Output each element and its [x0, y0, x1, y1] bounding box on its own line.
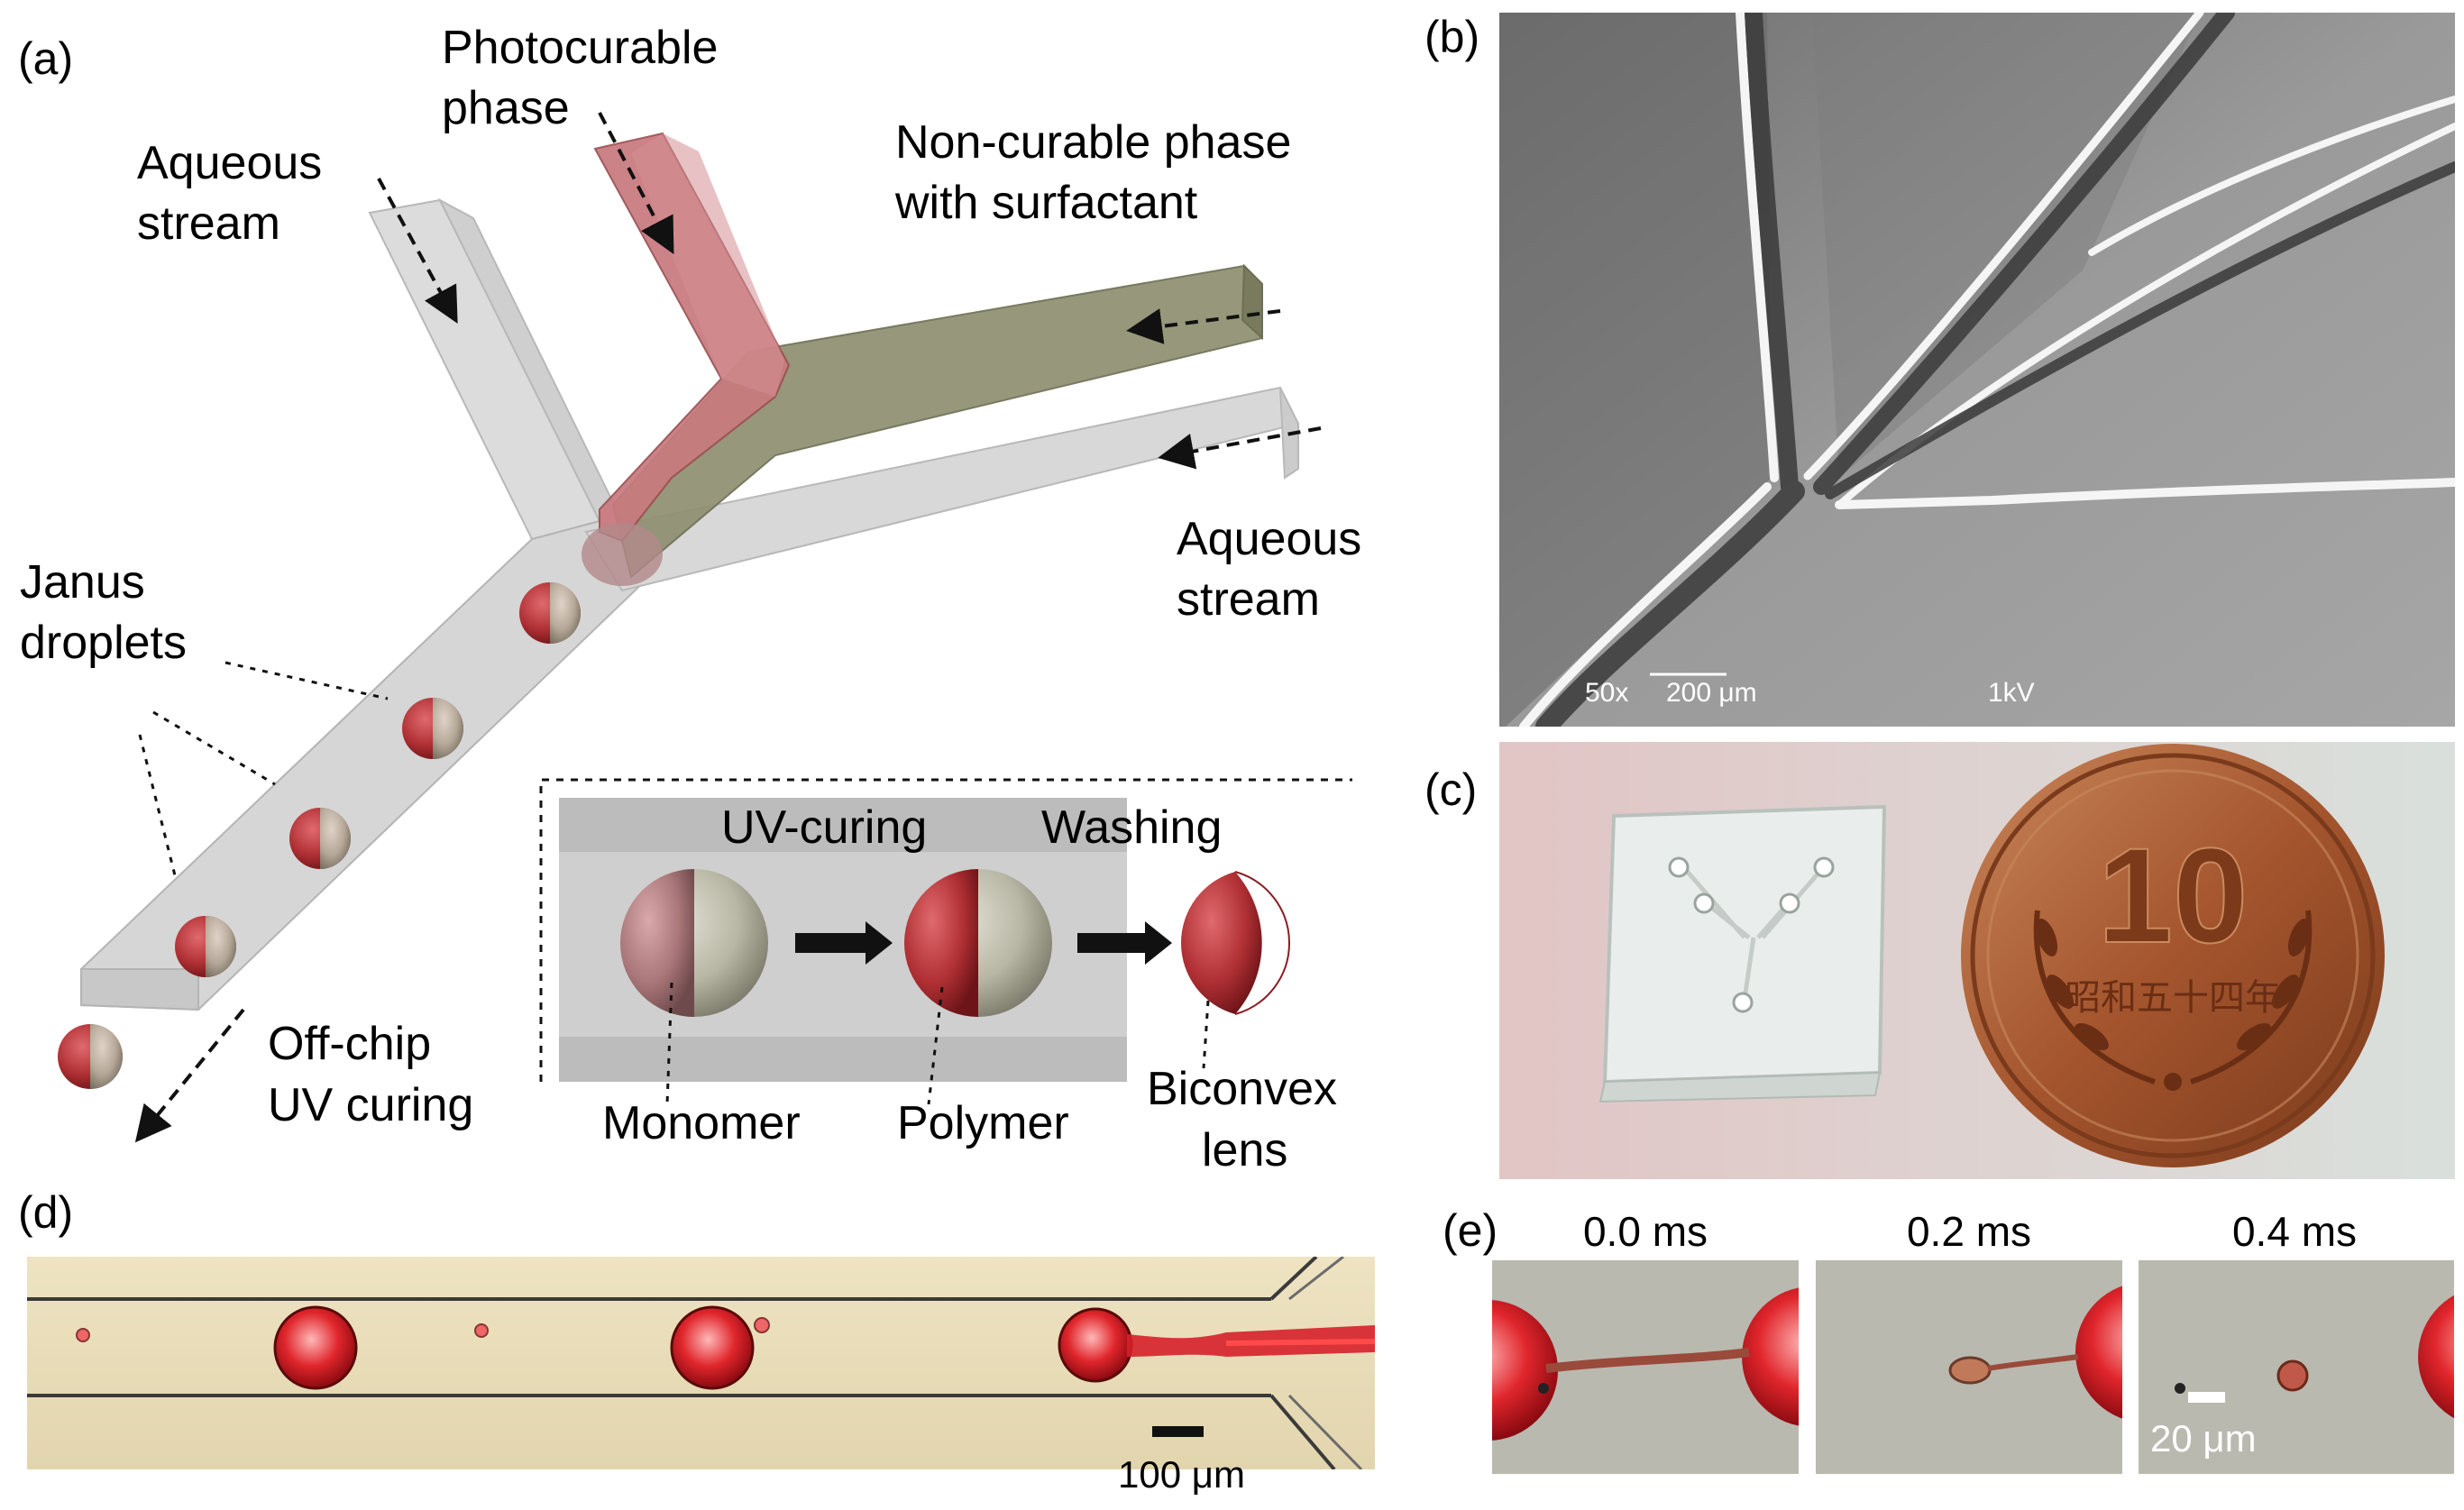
chip-port	[1779, 892, 1800, 914]
arrow-right-inlet	[1158, 426, 1322, 470]
sem-wall	[1736, 13, 1779, 482]
coin-number: 10	[2098, 819, 2249, 971]
janus-droplets	[58, 582, 581, 1089]
arrow-noncurable-inlet	[1126, 308, 1281, 344]
micro-necking-droplet	[1058, 1307, 1375, 1383]
panel-e: (e) 0.0 ms 0.2 ms 0.4 ms 20 μm	[1443, 1205, 2454, 1474]
biconvex-lens	[1180, 872, 1262, 1014]
sem-wall	[2088, 96, 2455, 256]
arrow-washing	[1077, 921, 1172, 965]
arrow-outlet	[134, 1008, 245, 1143]
e-time-1: 0.2 ms	[1907, 1208, 2031, 1255]
panel-b: (b) 50x 200 μm 1k	[1424, 12, 2455, 727]
panel-d-label: (d)	[18, 1187, 73, 1238]
chip-port	[1732, 992, 1754, 1013]
chip-port	[1813, 856, 1835, 878]
pdms-chip	[1598, 804, 1887, 1103]
chip-port	[1693, 892, 1715, 914]
label-photocurable-1: Photocurable	[442, 22, 718, 74]
monomer-droplet	[620, 869, 768, 1017]
coin-text: 昭和五十四年	[2065, 978, 2281, 1018]
label-offchip-1: Off-chip	[268, 1018, 431, 1070]
janus-droplet	[402, 698, 463, 759]
flow-arrows	[134, 112, 1322, 1143]
e-scale-label: 20 μm	[2150, 1417, 2257, 1460]
panel-a: (a)	[18, 22, 1361, 1176]
right-aqueous-channel	[584, 386, 1300, 592]
sem-wall	[1519, 482, 1772, 727]
label-photocurable-2: phase	[442, 82, 570, 134]
panel-c-label: (c)	[1424, 764, 1477, 815]
e-time-0: 0.0 ms	[1583, 1208, 1708, 1255]
label-aqueous-right-2: stream	[1177, 573, 1320, 626]
inset-polymer: Polymer	[897, 1097, 1069, 1149]
micro-droplet	[273, 1305, 358, 1390]
sem-wall	[1803, 13, 2204, 480]
sem-voltage: 1kV	[1988, 678, 2035, 708]
janus-droplet	[289, 808, 351, 869]
sem-scale-label: 200 μm	[1666, 678, 1757, 708]
panel-e-label: (e)	[1443, 1205, 1498, 1256]
inset: UV-curing Washing Monomer Polymer Biconv…	[539, 778, 1352, 1176]
label-janus-1: Janus	[20, 556, 145, 609]
inset-biconvex-2: lens	[1202, 1124, 1287, 1176]
inset-monomer: Monomer	[602, 1097, 801, 1149]
micro-droplet	[670, 1305, 755, 1390]
e-frame-2: 20 μm	[2139, 1260, 2454, 1474]
arrow-left-inlet	[377, 178, 458, 325]
label-noncurable-1: Non-curable phase	[895, 116, 1291, 169]
inset-biconvex-1: Biconvex	[1147, 1063, 1337, 1115]
sem-wall	[1835, 478, 2455, 509]
polymer-droplet	[904, 869, 1052, 1017]
arrow-photocurable-inlet	[598, 112, 674, 255]
janus-leader-lines	[138, 661, 389, 880]
chip-port	[1668, 856, 1690, 878]
arrow-uv-curing	[795, 921, 893, 965]
janus-droplet	[519, 582, 581, 644]
janus-droplet	[175, 916, 236, 977]
e-frame-1	[1816, 1260, 2122, 1474]
label-aqueous-left-2: stream	[137, 197, 280, 250]
panel-c: (c) 10	[1424, 742, 2455, 1179]
label-offchip-2: UV curing	[268, 1079, 473, 1131]
left-aqueous-channel	[368, 197, 634, 542]
coin: 10 昭和五十四年	[1961, 744, 2385, 1167]
panel-b-label: (b)	[1424, 12, 1479, 62]
janus-droplet	[58, 1024, 123, 1089]
panel-d: (d) 100 μm	[18, 1187, 1375, 1496]
label-janus-2: droplets	[20, 617, 187, 669]
inset-washing: Washing	[1041, 801, 1222, 854]
label-noncurable-2: with surfactant	[894, 177, 1198, 229]
panel-a-label: (a)	[18, 33, 73, 84]
label-aqueous-right-1: Aqueous	[1177, 513, 1361, 565]
label-aqueous-left-1: Aqueous	[137, 137, 322, 189]
sem-magnification: 50x	[1585, 678, 1628, 708]
e-time-2: 0.4 ms	[2232, 1208, 2357, 1255]
e-frame-0	[1492, 1260, 1799, 1474]
inset-uv-curing: UV-curing	[721, 801, 927, 854]
d-scale-label: 100 μm	[1118, 1453, 1245, 1496]
